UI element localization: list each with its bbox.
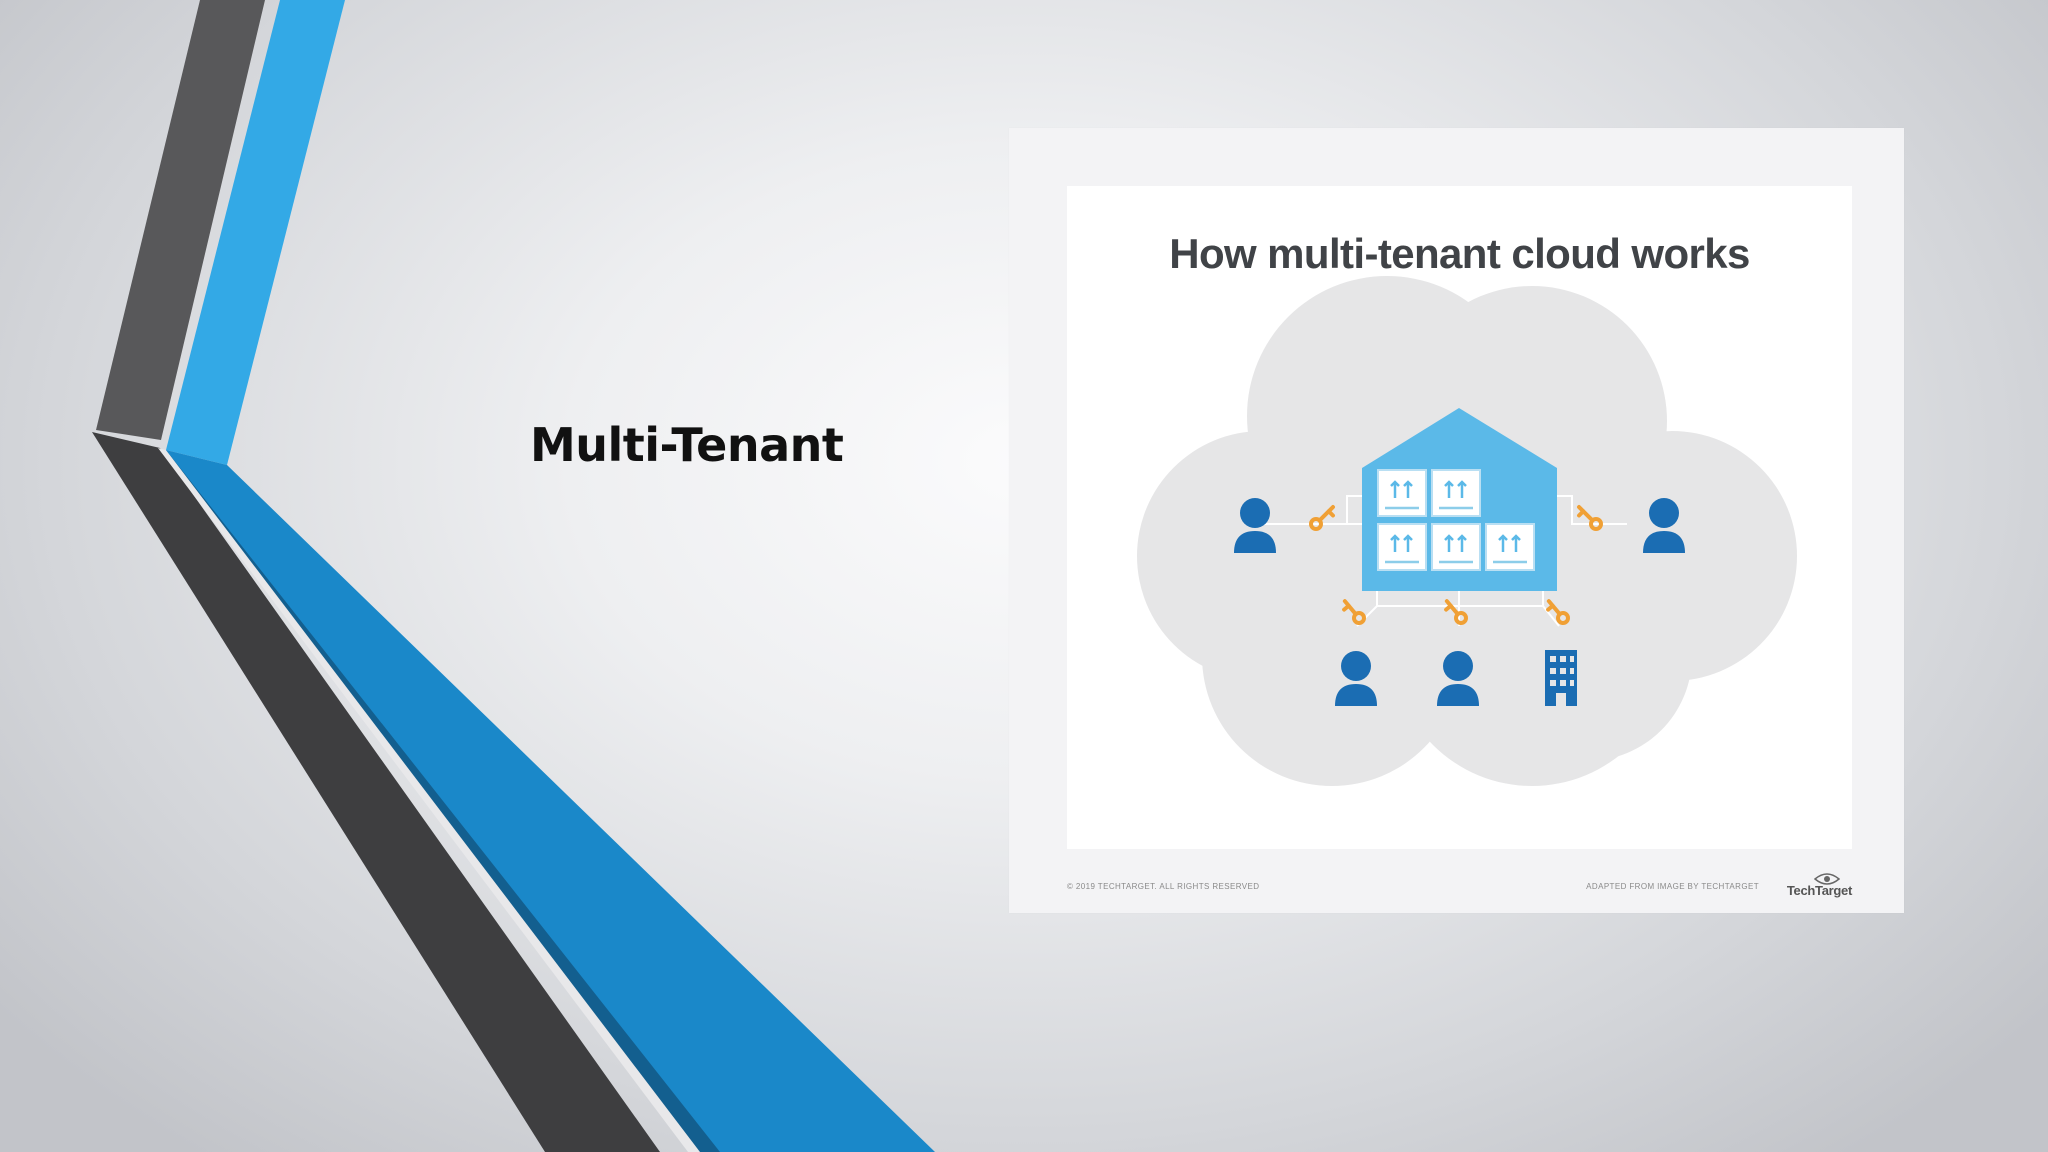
- slide-title: Multi-Tenant: [530, 418, 844, 472]
- brand-logo: TechTarget: [1787, 872, 1852, 900]
- figure-heading: How multi-tenant cloud works: [1169, 230, 1750, 277]
- credit-right: ADAPTED FROM IMAGE BY TECHTARGET: [1586, 882, 1759, 891]
- chevron-upper-dark: [96, 0, 265, 440]
- multi-tenant-diagram: [1137, 276, 1797, 786]
- building-icon: [1545, 650, 1577, 706]
- credit-left: © 2019 TECHTARGET. ALL RIGHTS RESERVED: [1067, 882, 1260, 891]
- key-icon: [1309, 505, 1603, 625]
- chevron-separator: [158, 448, 700, 1152]
- chevron-upper-blue: [166, 0, 345, 465]
- chevron-lower-dark: [92, 432, 660, 1152]
- brand-name: TechTarget: [1786, 883, 1852, 898]
- user-icon: [1234, 498, 1685, 706]
- figure-canvas: How multi-tenant cloud works: [1067, 186, 1852, 849]
- chevron-lower-blue: [166, 450, 935, 1152]
- eye-icon: [1814, 873, 1840, 885]
- figure-frame: How multi-tenant cloud works © 2019 TECH…: [1009, 128, 1904, 913]
- box-arrows: [1385, 480, 1527, 564]
